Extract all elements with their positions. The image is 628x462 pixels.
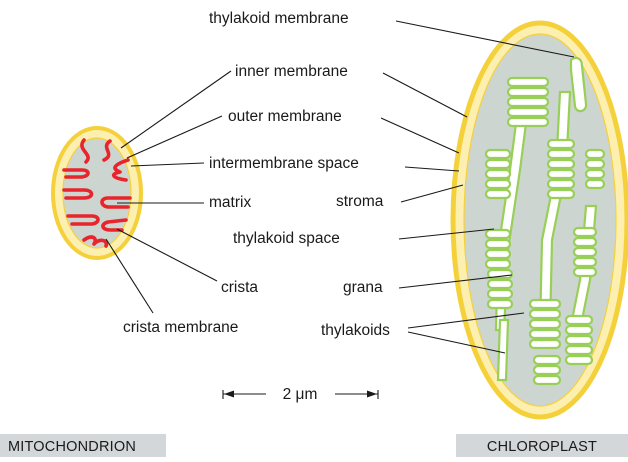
granum-1-disc-3 <box>486 170 510 178</box>
granum-9-disc-1 <box>566 316 592 324</box>
granum-6-disc-3 <box>488 290 512 298</box>
granum-7-disc-3 <box>530 320 560 328</box>
granum-2-disc-5 <box>508 118 548 126</box>
granum-3-disc-2 <box>548 150 574 158</box>
label-outer-membrane: outer membrane <box>228 108 342 125</box>
mitochondrion <box>53 128 141 258</box>
caption-mitochondrion: MITOCHONDRION <box>0 434 166 457</box>
granum-9-disc-2 <box>566 326 592 334</box>
granum-3-disc-1 <box>548 140 574 148</box>
label-stroma: stroma <box>336 193 384 210</box>
granum-8-disc-1 <box>574 228 596 236</box>
granum-7-disc-5 <box>530 340 560 348</box>
granum-6-disc-2 <box>488 280 512 288</box>
leader-crista-membrane <box>106 239 153 313</box>
granum-9-disc-5 <box>566 356 592 364</box>
granum-5-disc-2 <box>486 240 510 248</box>
granum-3-disc-5 <box>548 180 574 188</box>
granum-6-disc-4 <box>488 300 512 308</box>
granum-1-disc-1 <box>486 150 510 158</box>
label-thylakoid-membrane: thylakoid membrane <box>209 10 349 27</box>
granum-2-disc-1 <box>508 78 548 86</box>
scale-bar-left-arrow <box>224 391 234 398</box>
label-crista: crista <box>221 279 258 296</box>
granum-9-disc-4 <box>566 346 592 354</box>
granum-3-disc-6 <box>548 190 574 198</box>
granum-5-disc-1 <box>486 230 510 238</box>
scale-bar-label: 2 μm <box>283 386 318 403</box>
label-inner-membrane: inner membrane <box>235 63 348 80</box>
scale-bar: 2 μm <box>223 386 378 403</box>
scale-bar-right-arrow <box>367 391 377 398</box>
granum-10-disc-2 <box>534 366 560 374</box>
granum-8-disc-3 <box>574 248 596 256</box>
granum-8-disc-2 <box>574 238 596 246</box>
label-thylakoids: thylakoids <box>321 322 390 339</box>
granum-10-disc-3 <box>534 376 560 384</box>
leader-crista <box>117 229 217 281</box>
granum-7-disc-1 <box>530 300 560 308</box>
caption-mitochondrion-text: MITOCHONDRION <box>8 439 136 455</box>
leader-inner-membrane-chloro <box>383 73 467 117</box>
granum-1-disc-2 <box>486 160 510 168</box>
granum-9-disc-3 <box>566 336 592 344</box>
label-matrix: matrix <box>209 194 251 211</box>
granum-4-disc-1 <box>586 150 604 158</box>
caption-chloroplast-text: CHLOROPLAST <box>487 439 597 455</box>
leader-intermembrane-space-chloro <box>405 167 459 171</box>
granum-4-disc-4 <box>586 180 604 188</box>
granum-8-disc-4 <box>574 258 596 266</box>
granum-4-disc-2 <box>586 160 604 168</box>
leader-outer-membrane-mito <box>127 116 222 158</box>
granum-3-disc-4 <box>548 170 574 178</box>
granum-7-disc-4 <box>530 330 560 338</box>
chloroplast <box>453 23 627 417</box>
granum-2-disc-3 <box>508 98 548 106</box>
label-crista-membrane: crista membrane <box>123 319 238 336</box>
caption-chloroplast: CHLOROPLAST <box>456 434 628 457</box>
labels: thylakoid membrane inner membrane outer … <box>123 10 390 339</box>
granum-10-disc-1 <box>534 356 560 364</box>
granum-1-disc-4 <box>486 180 510 188</box>
granum-8-disc-5 <box>574 268 596 276</box>
label-intermembrane-space: intermembrane space <box>209 155 359 172</box>
granum-1-disc-5 <box>486 190 510 198</box>
leader-intermembrane-space-mito <box>131 163 204 166</box>
granum-5-disc-3 <box>486 250 510 258</box>
granum-2-disc-4 <box>508 108 548 116</box>
granum-7-disc-2 <box>530 310 560 318</box>
granum-2-disc-2 <box>508 88 548 96</box>
leader-outer-membrane-chloro <box>381 118 459 153</box>
granum-3-disc-3 <box>548 160 574 168</box>
granum-4-disc-3 <box>586 170 604 178</box>
label-thylakoid-space: thylakoid space <box>233 230 340 247</box>
granum-5-disc-4 <box>486 260 510 268</box>
label-grana: grana <box>343 279 383 296</box>
stroma-lamella-4 <box>498 320 508 380</box>
